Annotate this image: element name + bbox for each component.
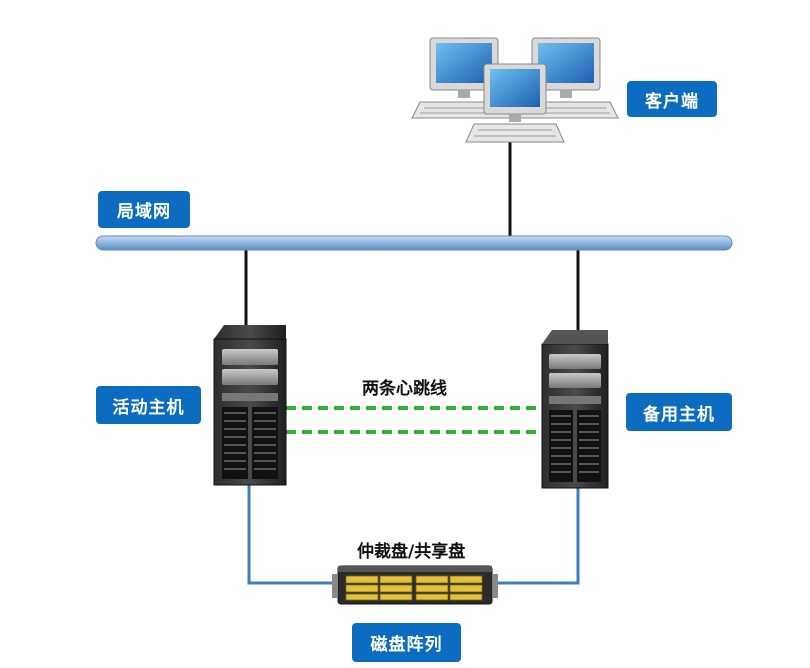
server-tower-icon	[541, 330, 609, 489]
active-host-storage-link	[247, 484, 340, 585]
disk-array-label: 磁盘阵列	[352, 623, 461, 662]
standby-host-label: 备用主机	[626, 393, 732, 431]
workstation-icon	[465, 63, 565, 143]
client-workstations	[411, 37, 619, 143]
heartbeat-label: 两条心跳线	[362, 379, 447, 399]
workstation-icon	[513, 37, 619, 119]
lan-bus	[95, 235, 733, 251]
disk-array-icon	[332, 565, 498, 605]
server-tower-icon	[213, 325, 287, 486]
lan-label: 局域网	[98, 191, 190, 228]
active-host-label: 活动主机	[96, 386, 201, 424]
standby-host-storage-link	[490, 488, 580, 585]
client-label: 客户端	[627, 81, 717, 117]
quorum-disk-label: 仲裁盘/共享盘	[357, 542, 466, 562]
